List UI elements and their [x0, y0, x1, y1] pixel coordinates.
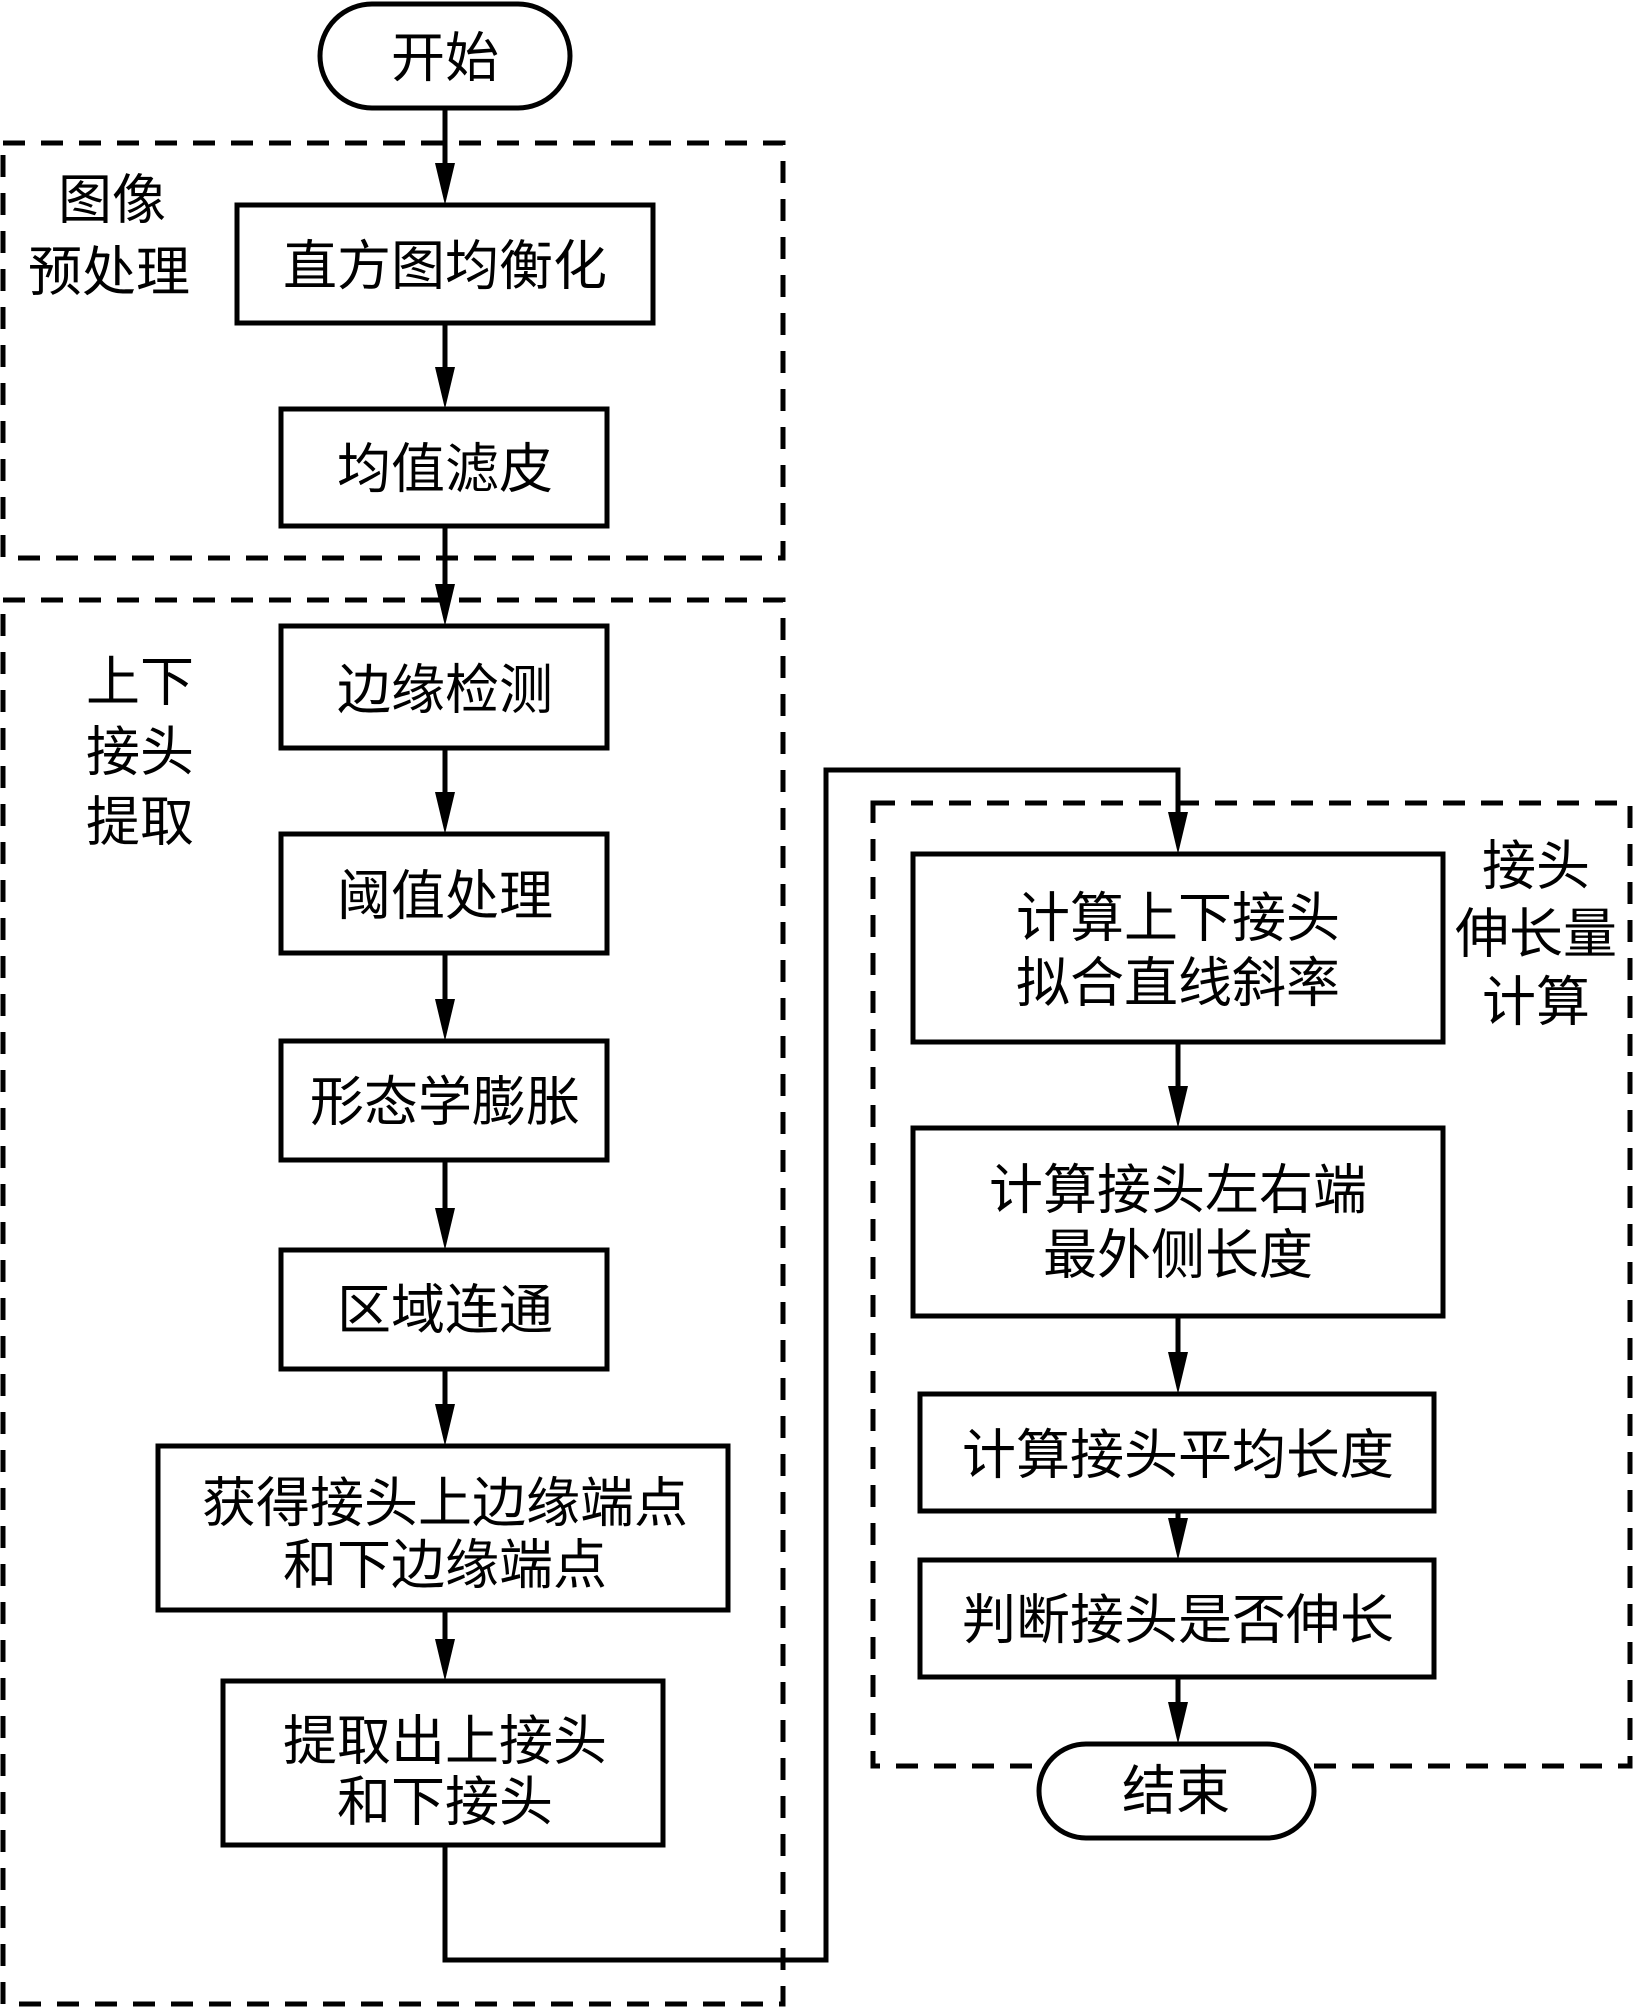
- step-histogram-equalization: 直方图均衡化: [234, 202, 656, 326]
- step-label: 计算上下接头: [1016, 887, 1340, 950]
- step-box: [234, 202, 656, 326]
- group-label-line: 伸长量: [1455, 903, 1617, 966]
- step-box: [278, 1038, 610, 1163]
- arrow-down-icon: [1168, 1518, 1188, 1560]
- arrow-down-icon: [1168, 1086, 1188, 1128]
- step-label: 阈值处理: [337, 865, 553, 928]
- connector-line: [442, 767, 1181, 1963]
- step-box: [917, 1557, 1437, 1680]
- step-extract-joints: 提取出上接头 和下接头: [220, 1678, 666, 1848]
- step-label: 计算接头左右端: [989, 1159, 1367, 1222]
- arrow-down-icon: [435, 1404, 455, 1446]
- step-label: 和下接头: [337, 1771, 553, 1834]
- arrow-down-icon: [435, 999, 455, 1041]
- step-label: 最外侧长度: [1043, 1224, 1313, 1287]
- group-preprocess-border: [0, 140, 786, 561]
- start-terminal: 开始: [317, 1, 573, 111]
- group-label-line: 提取: [86, 791, 194, 854]
- arrow-down-icon: [435, 1639, 455, 1681]
- step-label: 拟合直线斜率: [1016, 952, 1340, 1015]
- arrow-down-icon: [435, 1208, 455, 1250]
- start-terminal-shape: [317, 1, 573, 111]
- connectors: [435, 108, 1188, 1963]
- group-preprocess-label: 图像 预处理: [28, 169, 190, 304]
- step-get-edge-endpoints: 获得接头上边缘端点 和下边缘端点: [155, 1443, 731, 1613]
- step-label: 均值滤皮: [337, 438, 553, 501]
- step-box: [278, 1247, 610, 1372]
- step-label: 判断接头是否伸长: [962, 1589, 1394, 1652]
- step-compute-slope: 计算上下接头 拟合直线斜率: [910, 851, 1446, 1045]
- end-terminal: 结束: [1036, 1741, 1317, 1841]
- step-box: [155, 1443, 731, 1613]
- step-edge-detection: 边缘检测: [278, 623, 610, 751]
- step-compute-average-length: 计算接头平均长度: [917, 1391, 1437, 1514]
- arrow-down-icon: [435, 163, 455, 205]
- arrow-down-icon: [435, 584, 455, 626]
- step-box: [910, 851, 1446, 1045]
- step-label: 形态学膨胀: [310, 1071, 580, 1134]
- group-label-line: 接头: [86, 721, 194, 784]
- group-label-line: 预处理: [28, 241, 190, 304]
- step-mean-filter: 均值滤皮: [278, 406, 610, 529]
- step-morphological-dilation: 形态学膨胀: [278, 1038, 610, 1163]
- step-label: 直方图均衡化: [283, 235, 607, 298]
- end-terminal-label: 结束: [1122, 1760, 1230, 1823]
- step-label: 和下边缘端点: [283, 1534, 607, 1597]
- group-label-line: 图像: [58, 169, 166, 232]
- start-terminal-label: 开始: [391, 27, 499, 90]
- step-box: [910, 1125, 1446, 1319]
- step-label: 获得接头上边缘端点: [202, 1472, 688, 1535]
- step-box: [278, 623, 610, 751]
- arrow-down-icon: [435, 792, 455, 834]
- step-label: 边缘检测: [337, 659, 553, 722]
- step-threshold: 阈值处理: [278, 831, 610, 956]
- step-box: [220, 1678, 666, 1848]
- step-box: [917, 1391, 1437, 1514]
- arrow-down-icon: [1168, 1352, 1188, 1394]
- arrow-down-icon: [435, 367, 455, 409]
- step-label: 区域连通: [337, 1279, 553, 1342]
- end-terminal-shape: [1036, 1741, 1317, 1841]
- arrow-down-icon: [1168, 812, 1188, 854]
- step-compute-outer-length: 计算接头左右端 最外侧长度: [910, 1125, 1446, 1319]
- step-label: 计算接头平均长度: [962, 1424, 1394, 1487]
- group-extract-label: 上下 接头 提取: [86, 651, 194, 854]
- step-label: 提取出上接头: [283, 1710, 607, 1773]
- group-label-line: 上下: [86, 651, 194, 714]
- step-box: [278, 406, 610, 529]
- group-label-line: 计算: [1482, 971, 1590, 1034]
- group-extract-border: [0, 597, 786, 2007]
- group-label-line: 接头: [1482, 835, 1590, 898]
- step-region-connectivity: 区域连通: [278, 1247, 610, 1372]
- group-elongation-label: 接头 伸长量 计算: [1455, 835, 1617, 1034]
- arrow-down-icon: [1168, 1702, 1188, 1744]
- step-box: [278, 831, 610, 956]
- step-judge-elongation: 判断接头是否伸长: [917, 1557, 1437, 1680]
